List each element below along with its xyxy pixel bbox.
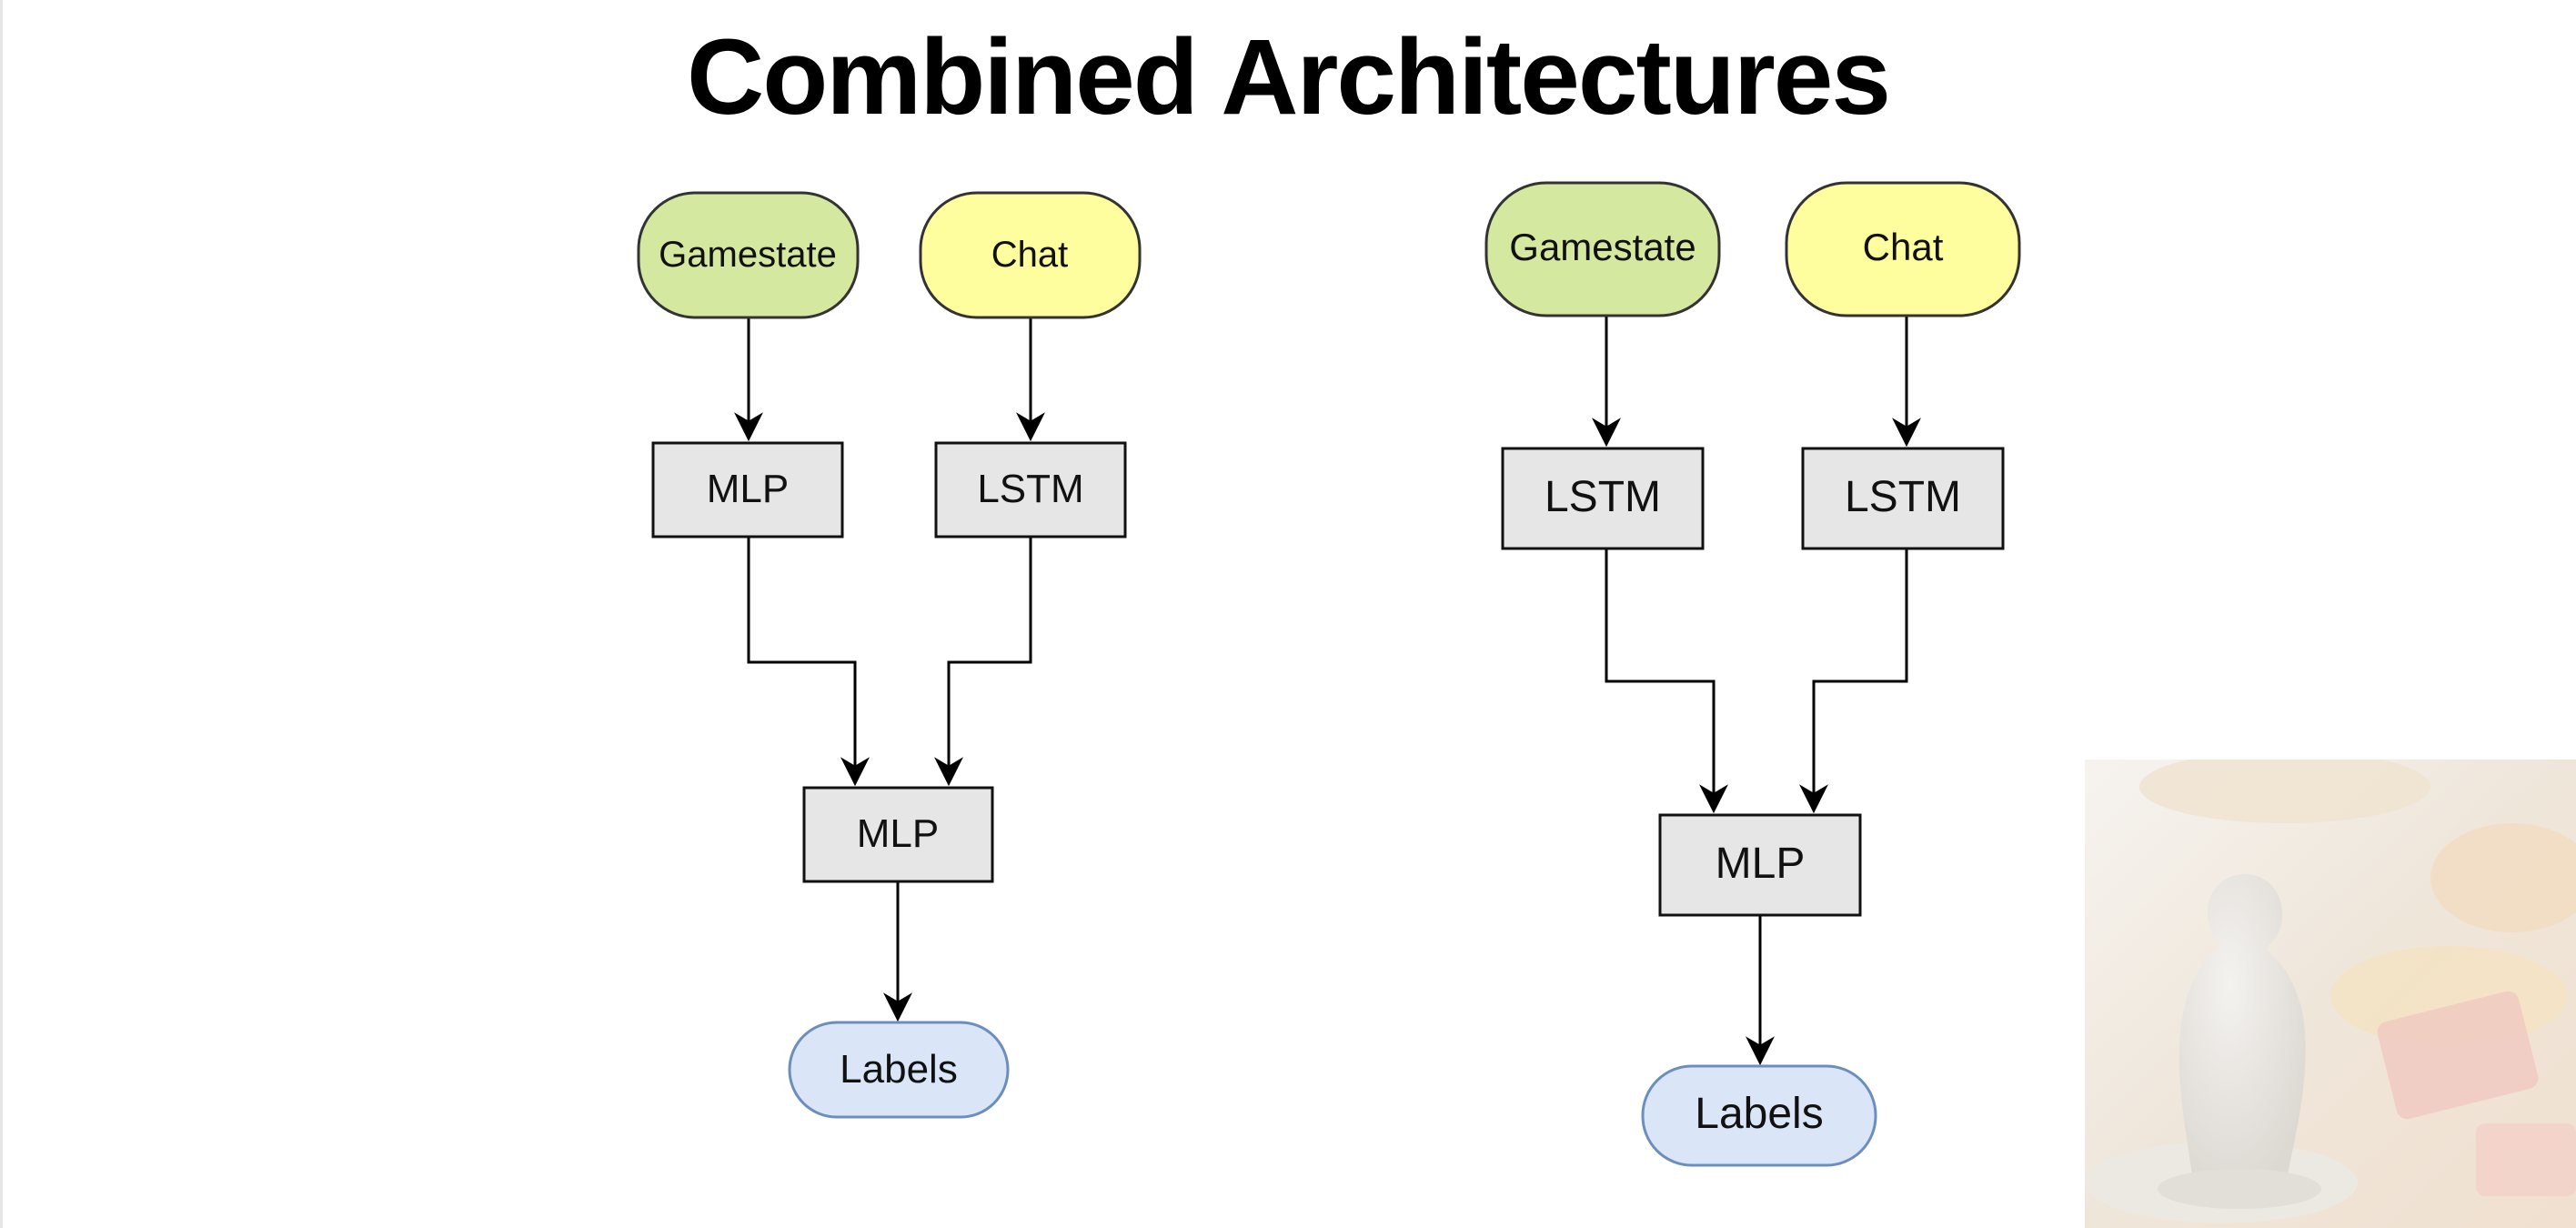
edge-mlp-to-combiner: [747, 537, 870, 787]
input-gamestate-node-right: Gamestate: [1484, 181, 1721, 317]
output-labels-node: Labels: [788, 1021, 1010, 1119]
input-gamestate-node: Gamestate: [637, 191, 860, 319]
board-game-pawn-image: [2085, 760, 2576, 1228]
diagram-right: Gamestate Chat LSTM LSTM MLP Labels: [1484, 181, 2021, 1167]
output-labels-label-right: Labels: [1695, 1090, 1823, 1138]
slide-title: Combined Architectures: [687, 17, 1891, 137]
slide-edge: [0, 0, 3, 1228]
input-chat-label: Chat: [991, 235, 1069, 275]
encoder-lstm-label: LSTM: [977, 467, 1083, 511]
diagram-left: Gamestate Chat MLP LSTM MLP Labels: [637, 191, 1142, 1119]
encoder-mlp-label: MLP: [707, 467, 789, 511]
combiner-mlp-node: MLP: [802, 786, 994, 883]
output-labels-node-right: Labels: [1641, 1064, 1877, 1167]
input-chat-node-right: Chat: [1785, 181, 2021, 317]
combiner-mlp-label: MLP: [857, 811, 939, 856]
encoder-lstm-left-node: LSTM: [1501, 447, 1705, 550]
input-gamestate-label: Gamestate: [659, 235, 837, 275]
input-chat-label-right: Chat: [1863, 226, 1944, 268]
output-labels-label: Labels: [840, 1047, 958, 1092]
edge-lstm-right-to-combiner: [1799, 549, 1908, 814]
edge-lstm-left-to-combiner: [1605, 549, 1728, 814]
input-gamestate-label-right: Gamestate: [1509, 226, 1696, 268]
input-chat-node: Chat: [919, 191, 1142, 319]
encoder-lstm-node: LSTM: [934, 441, 1127, 539]
combiner-mlp-node-right: MLP: [1658, 813, 1862, 917]
edge-lstm-to-combiner: [934, 537, 1032, 787]
combiner-mlp-label-right: MLP: [1716, 840, 1806, 888]
encoder-lstm-right-node: LSTM: [1801, 447, 2005, 550]
encoder-lstm-left-label: LSTM: [1545, 473, 1661, 521]
encoder-lstm-right-label: LSTM: [1845, 473, 1961, 521]
encoder-mlp-node: MLP: [651, 441, 844, 539]
board-game-pawn-illustration: [2085, 760, 2576, 1228]
